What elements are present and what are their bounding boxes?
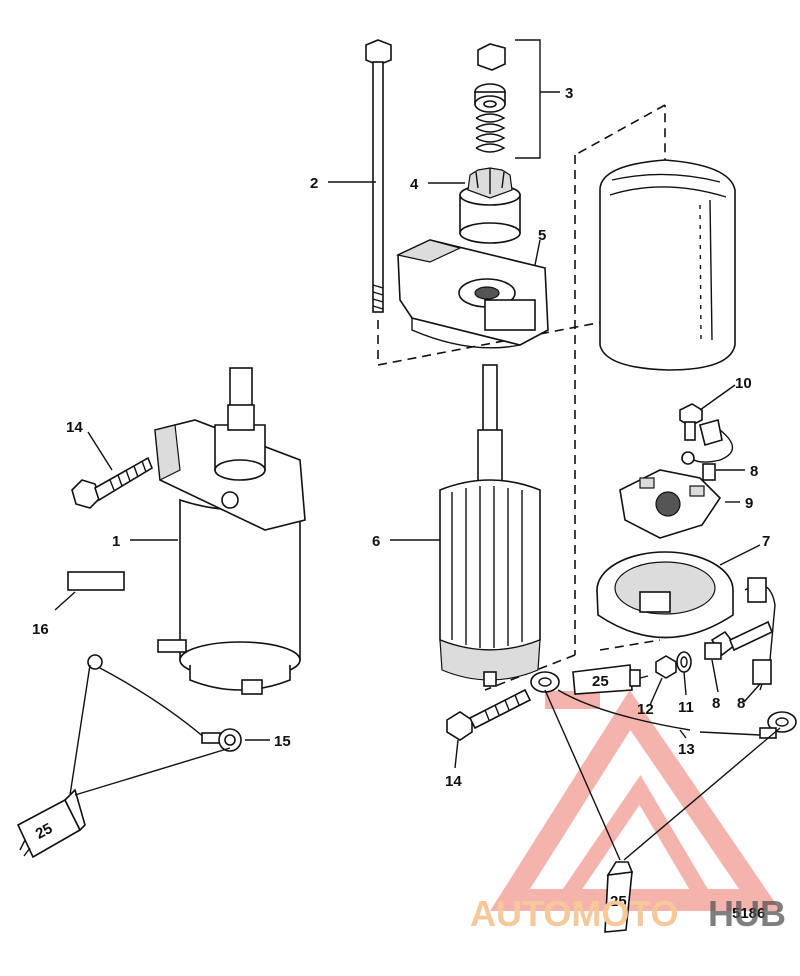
callout-1: 1 bbox=[112, 533, 120, 550]
callout-8-top: 8 bbox=[750, 463, 758, 480]
lock-washer bbox=[676, 651, 692, 673]
battery-cable-long bbox=[530, 671, 797, 739]
callout-11: 11 bbox=[678, 699, 694, 716]
callout-8-bottom: 8 bbox=[712, 695, 720, 712]
tube-label-left: 25 bbox=[33, 820, 56, 843]
callout-14-right: 14 bbox=[445, 773, 462, 790]
callout-5: 5 bbox=[538, 227, 546, 244]
callout-14-left: 14 bbox=[66, 419, 83, 436]
sealant-tube-bottom bbox=[544, 689, 781, 933]
callout-labels: 2 3 4 5 1 14 16 15 6 10 8 9 7 8 8 11 12 … bbox=[32, 85, 770, 790]
commutator-end-cap bbox=[596, 551, 776, 691]
through-bolt bbox=[365, 39, 392, 313]
diagram-number: 5186 bbox=[732, 905, 765, 922]
callout-12: 12 bbox=[637, 701, 654, 718]
callout-3: 3 bbox=[565, 85, 573, 102]
drive-pinion-gear bbox=[459, 167, 521, 244]
callout-8-lower-right: 8 bbox=[737, 695, 745, 712]
sealant-tube-left bbox=[16, 664, 231, 859]
sealant-tube-mid bbox=[572, 664, 649, 695]
hex-nut bbox=[655, 655, 677, 679]
decal-label bbox=[67, 571, 125, 591]
armature bbox=[439, 364, 541, 687]
end-cap-bolt bbox=[704, 620, 774, 660]
brush-holder-screw bbox=[679, 403, 734, 481]
callout-10: 10 bbox=[735, 375, 752, 392]
callout-15: 15 bbox=[274, 733, 291, 750]
drive-end-bracket bbox=[396, 239, 549, 349]
leader-lines bbox=[54, 181, 761, 769]
callout-16: 16 bbox=[32, 621, 49, 638]
watermark-logo bbox=[490, 689, 781, 911]
tube-labels: 25 25 25 bbox=[33, 673, 627, 910]
callout-13: 13 bbox=[678, 741, 695, 758]
callout-7: 7 bbox=[762, 533, 770, 550]
watermark-text-hub: HUB bbox=[708, 893, 786, 934]
callout-2: 2 bbox=[310, 175, 318, 192]
starter-motor-assembly bbox=[154, 367, 306, 695]
mounting-bolt-right bbox=[446, 688, 532, 741]
tube-label-mid: 25 bbox=[592, 673, 609, 690]
nut-washer-spring-set bbox=[474, 39, 560, 159]
brush-plate bbox=[619, 469, 722, 539]
mounting-bolt-left bbox=[71, 456, 153, 509]
callout-4: 4 bbox=[410, 176, 419, 193]
frame-sleeve bbox=[599, 159, 736, 371]
watermark-text-main: AUTOMOTO bbox=[470, 893, 679, 934]
tube-label-bottom: 25 bbox=[610, 893, 627, 910]
watermark-text: AUTOMOTO HUB bbox=[470, 893, 786, 934]
battery-cable-short bbox=[87, 654, 242, 752]
callout-9: 9 bbox=[745, 495, 753, 512]
callout-6: 6 bbox=[372, 533, 380, 550]
